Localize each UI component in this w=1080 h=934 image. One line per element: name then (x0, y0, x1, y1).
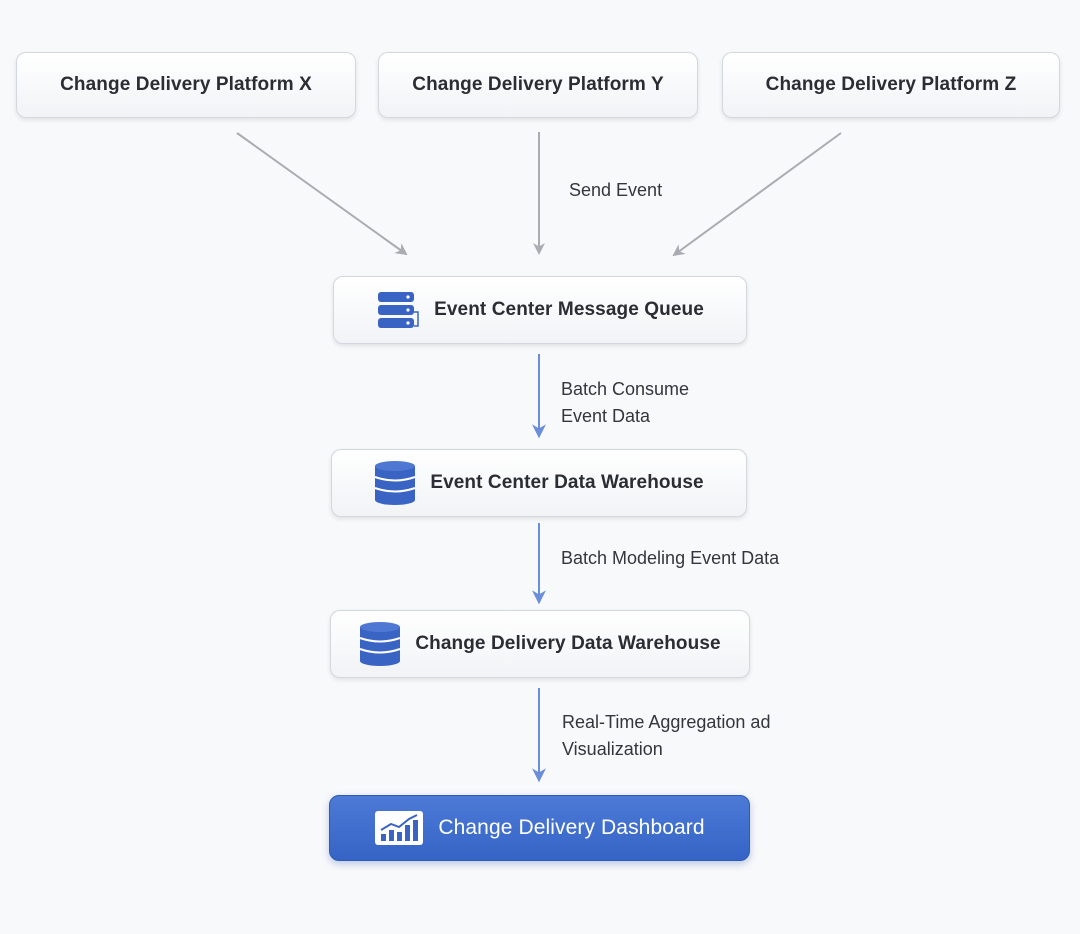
platform-z-label: Change Delivery Platform Z (765, 74, 1017, 95)
message-queue-label: Event Center Message Queue (434, 299, 704, 320)
database-icon (374, 460, 416, 506)
dashboard-node: Change Delivery Dashboard (329, 795, 750, 861)
batch-consume-line2: Event Data (561, 406, 651, 426)
platform-x-node: Change Delivery Platform X (16, 52, 356, 118)
database-icon (359, 621, 401, 667)
arrow-platform-x-to-queue (236, 132, 408, 256)
batch-modeling-text: Batch Modeling Event Data (561, 548, 780, 568)
delivery-warehouse-node: Change Delivery Data Warehouse (330, 610, 750, 678)
batch-modeling-label: Batch Modeling Event Data (561, 545, 779, 572)
dashboard-label: Change Delivery Dashboard (438, 816, 705, 839)
platform-y-node: Change Delivery Platform Y (378, 52, 698, 118)
aggregation-label: Real-Time Aggregation ad Visualization (562, 709, 770, 763)
platform-z-node: Change Delivery Platform Z (722, 52, 1060, 118)
event-warehouse-node: Event Center Data Warehouse (331, 449, 747, 517)
send-event-label: Send Event (569, 177, 662, 204)
delivery-warehouse-label: Change Delivery Data Warehouse (415, 633, 721, 654)
event-warehouse-label: Event Center Data Warehouse (430, 472, 704, 493)
platform-x-label: Change Delivery Platform X (60, 74, 312, 95)
platform-y-label: Change Delivery Platform Y (412, 74, 664, 95)
arrow-platform-z-to-queue (672, 132, 842, 257)
aggregation-line1: Real-Time Aggregation ad (562, 712, 771, 732)
send-event-text: Send Event (569, 180, 663, 200)
server-stack-icon (376, 290, 420, 330)
chart-icon (374, 810, 424, 846)
batch-consume-label: Batch Consume Event Data (561, 376, 689, 430)
message-queue-node: Event Center Message Queue (333, 276, 747, 344)
batch-consume-line1: Batch Consume (561, 379, 690, 399)
aggregation-line2: Visualization (562, 739, 663, 759)
